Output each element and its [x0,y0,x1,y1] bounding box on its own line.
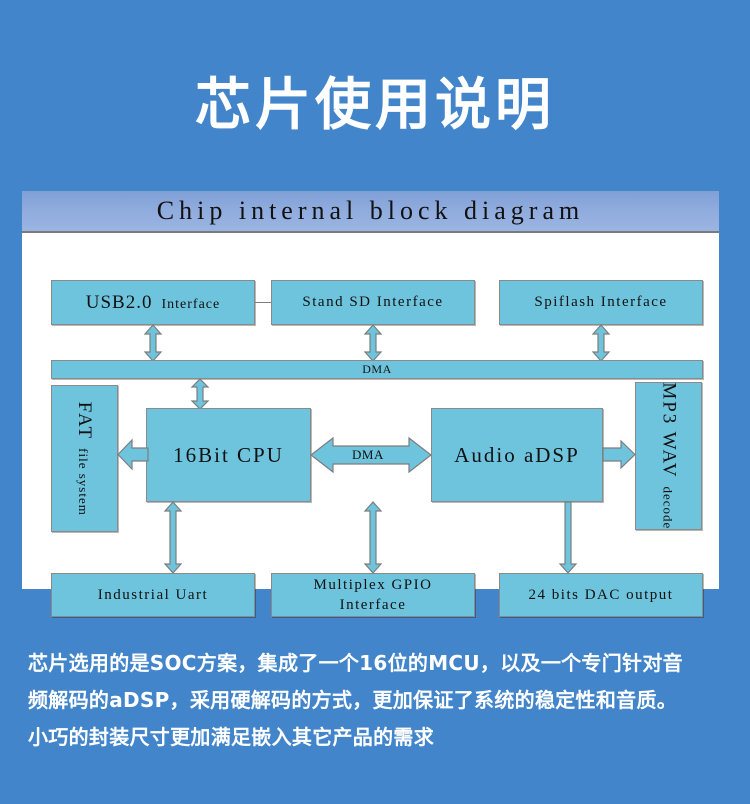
arrow-sd-to-dma [363,324,383,362]
diagram-header-title: Chip internal block diagram [156,196,585,225]
block-mp3-wav-decode[interactable]: MP3 WAV decode [635,382,702,530]
block-multiplex-gpio-interface[interactable]: Multiplex GPIO Interface [271,573,475,617]
description-text: 芯片选用的是SOC方案，集成了一个16位的MCU，以及一个专门针对音 频解码的a… [28,645,728,756]
block-stand-sd-interface[interactable]: Stand SD Interface [271,280,475,325]
arrow-dma-center-label: DMA [352,447,384,462]
arrow-adsp-to-mp3 [602,439,636,470]
block-spiflash-interface[interactable]: Spiflash Interface [499,280,703,325]
arrow-cpu-adsp-dma [310,436,432,474]
connector-usb-to-sd [255,302,271,303]
description-line-2: 频解码的aDSP，采用硬解码的方式，更加保证了系统的稳定性和音质。 [28,688,678,712]
block-dac-label: 24 bits DAC output [528,586,674,603]
description-line-3: 小巧的封装尺寸更加满足嵌入其它产品的需求 [28,725,434,749]
diagram-header: Chip internal block diagram [22,191,719,233]
block-stand-sd-label: Stand SD Interface [302,294,444,311]
arrow-usb-to-dma [143,324,163,362]
arrow-adsp-to-dac [558,501,578,574]
block-dac-output[interactable]: 24 bits DAC output [499,573,703,617]
arrow-spiflash-to-dma [591,324,611,362]
block-adsp-label: Audio aDSP [454,442,580,467]
arrow-cpu-to-fat [117,438,149,471]
description-line-1: 芯片选用的是SOC方案，集成了一个16位的MCU，以及一个专门针对音 [28,651,683,675]
bus-dma[interactable]: DMA [51,360,703,379]
block-fat-file-system[interactable]: FAT file system [51,385,118,532]
block-16bit-cpu[interactable]: 16Bit CPU [146,408,311,502]
arrow-dma-to-cpu [190,378,210,410]
chip-block-diagram-panel: Chip internal block diagram USB2.0 Inter… [22,191,719,617]
block-uart-label: Industrial Uart [97,586,209,603]
block-fat-sub-label: file system [76,447,92,516]
block-usb-main-label: USB2.0 [85,291,153,313]
block-usb-interface[interactable]: USB2.0 Interface [51,280,255,325]
arrow-cpu-to-gpio [363,501,383,574]
block-audio-adsp[interactable]: Audio aDSP [431,408,603,502]
block-industrial-uart[interactable]: Industrial Uart [51,573,255,617]
page-title: 芯片使用说明 [195,73,555,138]
arrow-cpu-to-uart [163,501,183,574]
bus-dma-label: DMA [362,362,392,377]
block-mp3-sub-label: decode [660,486,676,530]
block-mp3-main-label: MP3 WAV [658,382,680,479]
diagram-body: USB2.0 Interface Stand SD Interface Spif… [22,233,719,617]
block-fat-main-label: FAT [74,401,96,440]
block-usb-sub-label: Interface [161,296,221,312]
block-gpio-label-line1: Multiplex GPIO [313,576,433,593]
block-spiflash-label: Spiflash Interface [534,294,668,311]
block-gpio-label-line2: Interface [339,597,407,613]
block-cpu-label: 16Bit CPU [173,442,284,467]
